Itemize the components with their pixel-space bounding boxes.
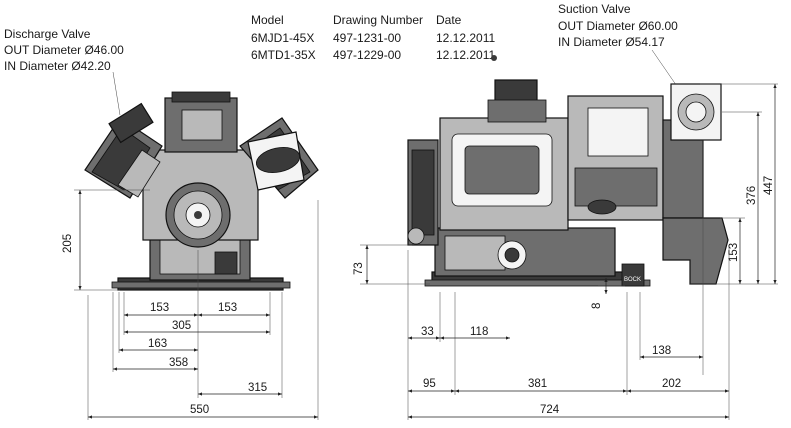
suction-valve-port <box>685 101 707 123</box>
side-crankcase-panel <box>444 235 506 271</box>
model-header: Model <box>251 13 284 27</box>
model-row-2-drawing: 497-1229-00 <box>333 48 401 62</box>
model-row-1-date: 12.12.2011 <box>436 31 495 45</box>
front-top-flange <box>171 91 231 103</box>
side-dim-33: 33 <box>421 326 434 338</box>
discharge-valve-label: Discharge Valve OUT Diameter Ø46.00 IN D… <box>4 27 124 73</box>
front-dim-305: 305 <box>172 320 191 332</box>
front-dimensions: 205 153 153 305 163 358 315 550 <box>62 189 319 420</box>
discharge-out-diameter: OUT Diameter Ø46.00 <box>4 43 124 57</box>
side-dim-153: 153 <box>728 243 740 262</box>
discharge-title: Discharge Valve <box>4 27 91 41</box>
front-dim-153-right: 153 <box>218 302 237 314</box>
front-side-plate-opening <box>255 147 301 173</box>
side-dim-447: 447 <box>763 176 775 195</box>
side-top-valve-base <box>487 99 547 123</box>
side-label-plate <box>621 263 645 287</box>
side-dim-73: 73 <box>353 262 365 275</box>
model-row-1-model: 6MJD1-45X <box>251 31 314 45</box>
suction-out-diameter: OUT Diameter Ø60.00 <box>558 19 678 33</box>
front-view <box>84 91 319 291</box>
side-dim-202: 202 <box>662 378 681 390</box>
suction-title: Suction Valve <box>558 2 631 16</box>
side-label-plate-text: BOCK <box>624 277 641 283</box>
front-dim-358: 358 <box>169 357 188 369</box>
side-base-foot <box>424 279 651 287</box>
side-motor-panel <box>574 167 658 207</box>
side-dim-118: 118 <box>470 326 488 338</box>
model-row-2-date: 12.12.2011 <box>436 48 495 62</box>
discharge-in-diameter: IN Diameter Ø42.20 <box>4 59 111 73</box>
model-row-1-drawing: 497-1231-00 <box>333 31 401 45</box>
front-dim-550: 550 <box>190 404 209 416</box>
side-rear-foot <box>662 217 729 285</box>
front-dim-163: 163 <box>148 338 167 350</box>
front-left-bank-fins <box>117 149 161 198</box>
front-shaft-center <box>194 211 202 219</box>
front-dim-205: 205 <box>62 234 74 253</box>
side-terminal-box <box>587 107 649 157</box>
front-dim-153-left: 153 <box>150 302 169 314</box>
date-header: Date <box>436 13 462 27</box>
front-top-panel <box>181 109 223 141</box>
side-dim-724: 724 <box>540 404 560 416</box>
side-top-valve <box>494 79 538 103</box>
front-oil-sight <box>214 251 238 275</box>
side-oil-sight-inner <box>504 247 520 263</box>
side-dim-376: 376 <box>746 186 758 205</box>
suction-valve-label: Suction Valve OUT Diameter Ø60.00 IN Dia… <box>558 2 678 49</box>
side-front-flange-inner <box>411 149 435 236</box>
suction-in-diameter: IN Diameter Ø54.17 <box>558 35 665 49</box>
side-front-plug <box>407 227 425 245</box>
side-view: BOCK <box>407 55 729 287</box>
side-dim-381: 381 <box>528 378 547 390</box>
side-top-fitting <box>491 55 497 61</box>
model-table: Model Drawing Number Date 6MJD1-45X 497-… <box>251 13 495 62</box>
front-left-bank-head <box>91 127 151 191</box>
model-row-2-model: 6MTD1-35X <box>251 48 316 62</box>
drawing-number-header: Drawing Number <box>333 13 423 27</box>
front-base-foot <box>111 281 291 289</box>
side-dim-8: 8 <box>591 303 603 309</box>
side-dim-138: 138 <box>652 345 671 357</box>
side-dim-95: 95 <box>423 378 436 390</box>
side-cylinder-head <box>464 145 540 195</box>
discharge-valve-body <box>108 102 154 144</box>
discharge-leader-line <box>112 71 121 116</box>
side-motor-port <box>587 199 617 215</box>
front-dim-315: 315 <box>248 382 267 394</box>
side-dimensions: 73 8 33 118 138 95 381 202 724 <box>353 83 778 420</box>
